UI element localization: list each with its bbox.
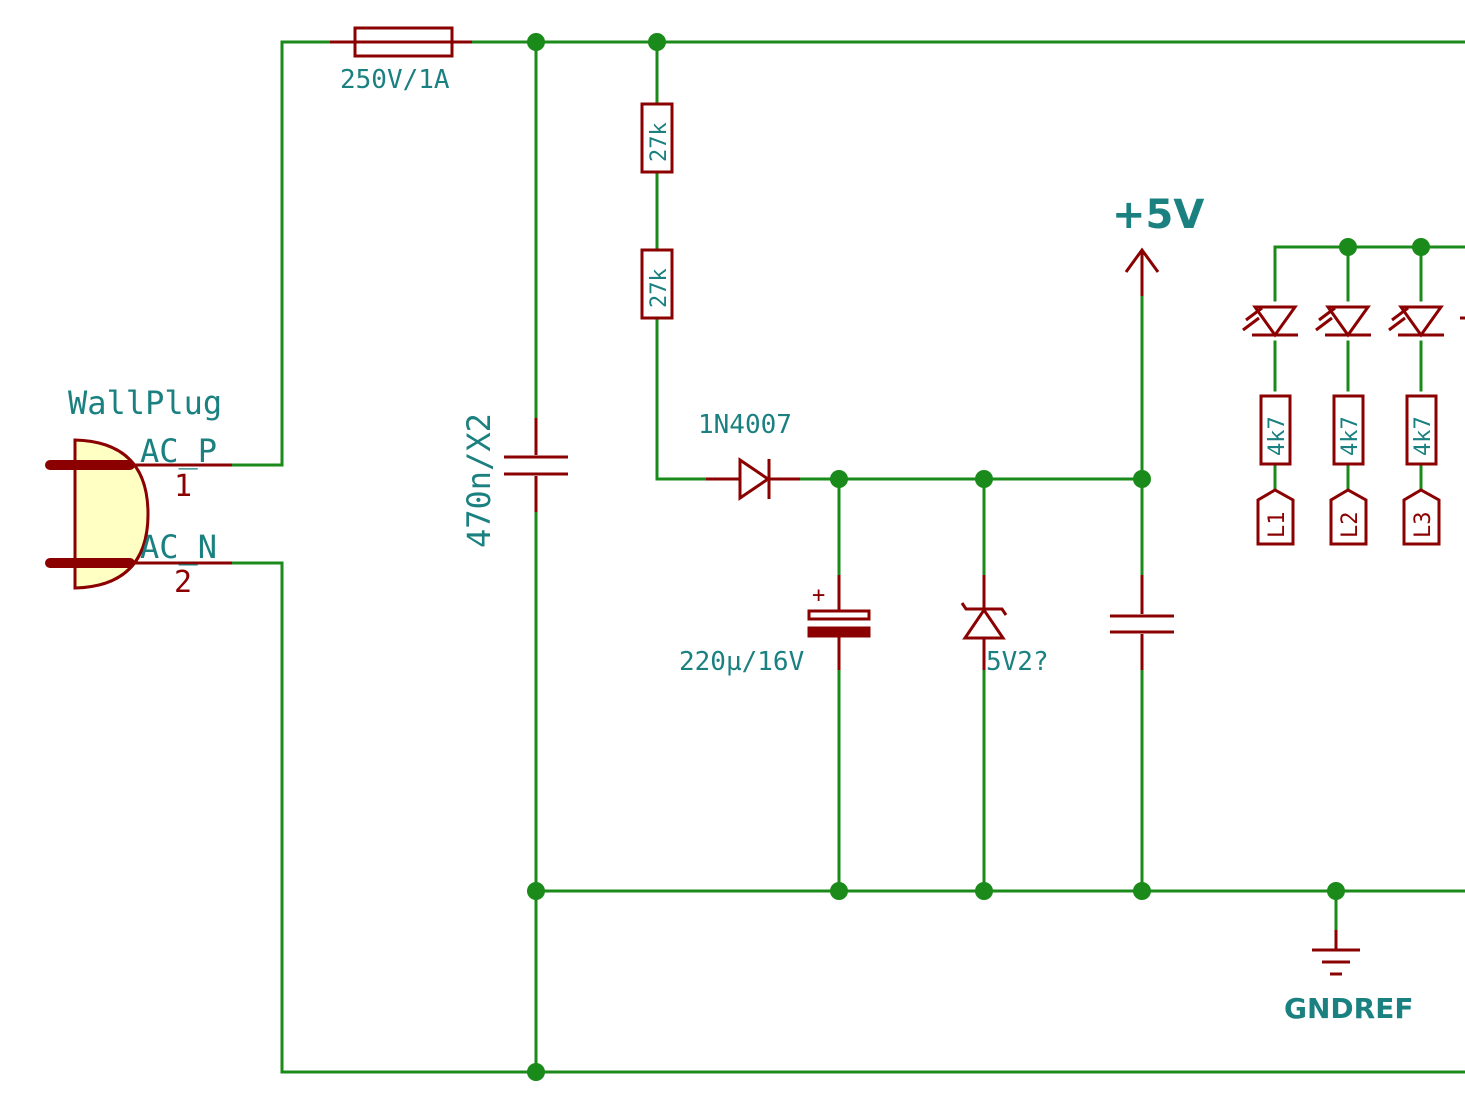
wires (230, 40, 1465, 1074)
led-light-arrow-icon (1318, 306, 1336, 322)
led-light-arrow-icon (1245, 306, 1263, 322)
connector-name: WallPlug (68, 384, 222, 422)
led-triangle-icon (1252, 305, 1298, 338)
junction (1412, 238, 1430, 256)
junctions (527, 33, 1430, 1081)
wall-plug-connector: WallPlug AC_P 1 AC_N 2 (45, 384, 232, 600)
junction (1327, 882, 1345, 900)
resistor-bottom-value: 27k (647, 268, 672, 308)
resistor-bottom: 27k (640, 248, 674, 320)
rectifier-diode: 1N4007 (698, 410, 800, 501)
wire-ac-p (230, 40, 332, 467)
ecap-polarity-mark: + (812, 583, 825, 608)
led-light-arrow-icon (1391, 306, 1409, 322)
resistor-body-icon (1332, 394, 1365, 466)
pin1-number: 1 (174, 469, 192, 504)
led-resistor-3-value: 4k7 (1411, 416, 1436, 456)
net-label-l2: L2 (1329, 488, 1368, 546)
junction (975, 882, 993, 900)
ecap-value: 220µ/16V (679, 647, 804, 677)
led-resistor-2: 4k7 (1332, 394, 1365, 466)
net-label-l1: L1 (1256, 488, 1295, 546)
zener-triangle-icon (962, 607, 1006, 640)
resistor-body-icon (1405, 394, 1438, 466)
wire-r2-diode (655, 316, 708, 481)
junction (975, 470, 993, 488)
resistor-body-icon (1259, 394, 1292, 466)
power-net-label: +5V (1112, 192, 1204, 238)
diode-value: 1N4007 (698, 410, 792, 440)
diode-triangle-icon (738, 457, 771, 501)
led-3 (1388, 305, 1444, 338)
net-label-l3: L3 (1402, 488, 1441, 546)
led-resistor-1: 4k7 (1259, 394, 1292, 466)
ground-symbol: GNDREF (1284, 930, 1413, 1025)
resistor-top-value: 27k (647, 122, 672, 162)
resistor-body-icon (640, 248, 674, 320)
ecap-plate-negative-icon (807, 626, 871, 638)
led-1 (1242, 305, 1298, 338)
led-light-arrow-icon (1388, 316, 1406, 332)
junction (527, 882, 545, 900)
ground-net-label: GNDREF (1284, 992, 1413, 1025)
decoupling-capacitor (1110, 575, 1174, 670)
fuse: 250V/1A (330, 26, 472, 95)
resistor-body-icon (640, 102, 674, 174)
junction (527, 33, 545, 51)
power-flag-5v: +5V (1112, 192, 1204, 296)
net-label-l2-text: L2 (1338, 512, 1363, 539)
led-resistor-2-value: 4k7 (1338, 416, 1363, 456)
net-label-l1-text: L1 (1265, 512, 1290, 539)
junction (830, 882, 848, 900)
wire-ac-n (230, 561, 1465, 1074)
fuse-value: 250V/1A (340, 65, 450, 95)
zener-value: 5V2? (986, 647, 1049, 677)
electrolytic-capacitor: + 220µ/16V (679, 575, 871, 677)
ecap-plate-positive-icon (807, 609, 871, 621)
fuse-body-icon (353, 26, 454, 58)
zener-diode: 5V2? (960, 575, 1049, 677)
led-resistor-3: 4k7 (1405, 394, 1438, 466)
power-arrow-icon (1124, 247, 1160, 273)
junction (1133, 470, 1151, 488)
xcap-value: 470n/X2 (460, 413, 498, 548)
junction (648, 33, 666, 51)
net-label-flag-icon (1402, 488, 1441, 546)
led-light-arrow-icon (1315, 316, 1333, 332)
net-label-flag-icon (1329, 488, 1368, 546)
resistor-top: 27k (640, 102, 674, 174)
led-resistor-1-value: 4k7 (1265, 416, 1290, 456)
led-triangle-icon (1398, 305, 1444, 338)
led-light-arrow-icon (1242, 316, 1260, 332)
x-capacitor: 470n/X2 (460, 413, 568, 548)
junction (1133, 882, 1151, 900)
pin2-number: 2 (174, 565, 192, 600)
led-triangle-icon (1325, 305, 1371, 338)
net-label-flag-icon (1256, 488, 1295, 546)
junction (830, 470, 848, 488)
junction (527, 1063, 545, 1081)
net-label-l3-text: L3 (1411, 512, 1436, 539)
pin2-name: AC_N (140, 528, 217, 566)
junction (1339, 238, 1357, 256)
pin1-name: AC_P (140, 432, 217, 470)
plug-body-icon (73, 438, 150, 590)
led-array: 4k7 4k7 4k7 L1 L2 L3 (1242, 305, 1465, 546)
led-2 (1315, 305, 1371, 338)
